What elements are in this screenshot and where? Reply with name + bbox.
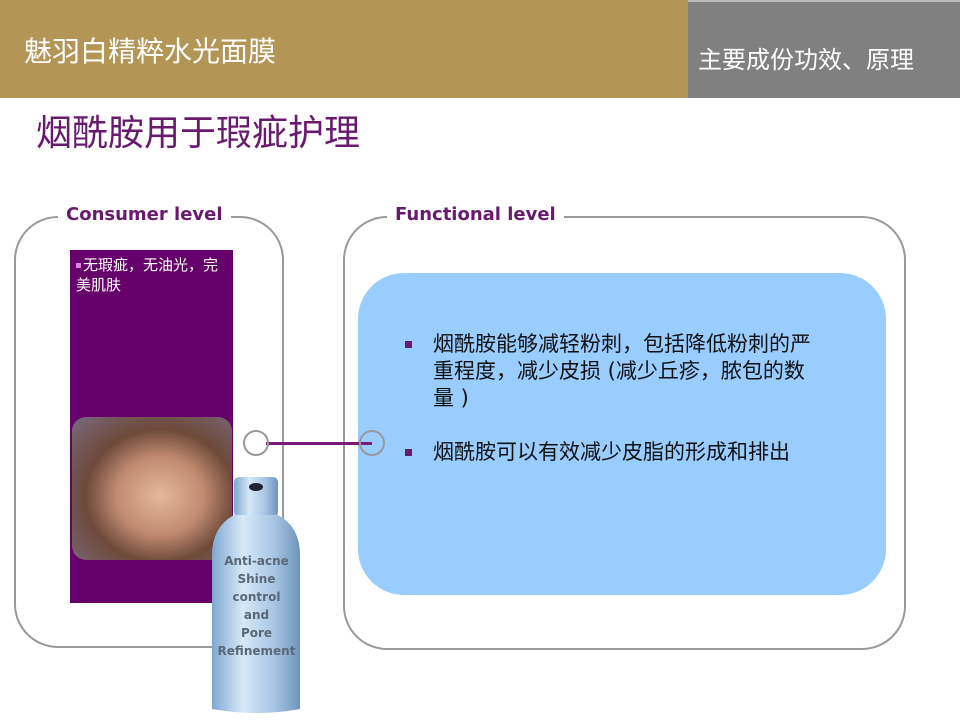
woman-face-image bbox=[72, 417, 232, 560]
connector-line bbox=[266, 442, 372, 445]
functional-level-label: Functional level bbox=[387, 204, 564, 225]
section-title: 主要成份功效、原理 bbox=[698, 46, 914, 74]
bottle-label-line: and bbox=[243, 608, 270, 622]
bullet-text: 烟酰胺可以有效减少皮脂的形成和排出 bbox=[433, 440, 790, 464]
bottle-label-line: Refinement bbox=[217, 644, 296, 658]
consumer-benefit: 无瑕疵，无油光，完美肌肤 bbox=[76, 256, 219, 294]
bullet-item: 烟酰胺可以有效减少皮脂的形成和排出 bbox=[405, 439, 825, 466]
page-title: 烟酰胺用于瑕疵护理 bbox=[36, 113, 361, 154]
bottle-label: Anti-acne Shine control and Pore Refinem… bbox=[208, 552, 305, 660]
bottle-label-line: control bbox=[232, 590, 281, 604]
connector-end-circle bbox=[359, 430, 385, 456]
product-bottle-image bbox=[212, 477, 300, 713]
bullet-icon bbox=[405, 341, 412, 348]
bottle-label-line: Pore bbox=[240, 626, 273, 640]
bullet-icon bbox=[405, 449, 412, 456]
functional-panel bbox=[358, 273, 886, 595]
product-title: 魅羽白精粹水光面膜 bbox=[24, 35, 277, 68]
connector-start-circle bbox=[243, 430, 269, 456]
bullet-icon bbox=[76, 263, 81, 268]
functional-level-frame bbox=[343, 216, 906, 650]
bottle-label-line: Anti-acne bbox=[224, 554, 289, 568]
header-section-band: 主要成份功效、原理 bbox=[688, 0, 960, 98]
consumer-level-label: Consumer level bbox=[58, 204, 231, 225]
consumer-text: 无瑕疵，无油光，完美肌肤 bbox=[76, 255, 226, 295]
bullet-text: 烟酰胺能够减轻粉刺，包括降低粉刺的严重程度，减少皮损 (减少丘疹，脓包的数量 ) bbox=[433, 332, 811, 410]
bottle-label-line: Shine bbox=[237, 572, 276, 586]
header-product-band: 魅羽白精粹水光面膜 bbox=[0, 0, 688, 98]
bullet-item: 烟酰胺能够减轻粉刺，包括降低粉刺的严重程度，减少皮损 (减少丘疹，脓包的数量 ) bbox=[405, 331, 825, 412]
